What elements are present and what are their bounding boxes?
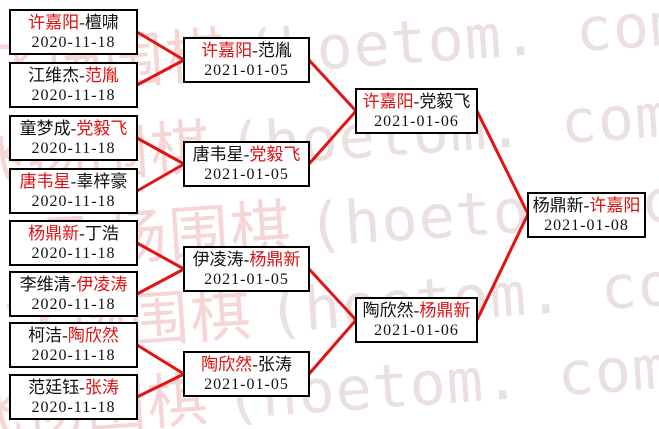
match-players: 陶欣然-杨鼎新 (357, 300, 476, 321)
match-date: 2020-11-18 (31, 140, 116, 157)
match-date: 2021-01-05 (204, 271, 289, 288)
match-box-qf-4: 陶欣然-张涛 2021-01-05 (183, 351, 310, 397)
match-players: 伊凌涛-杨鼎新 (185, 249, 308, 270)
player-name: 杨鼎新 (249, 250, 301, 269)
vs-separator: - (252, 355, 258, 374)
match-box-r16-4: 唐韦星-辜梓豪 2020-11-18 (9, 168, 138, 214)
match-box-r16-8: 范廷钰-张涛 2020-11-18 (9, 374, 138, 420)
match-players: 杨鼎新-许嘉阳 (529, 195, 644, 216)
match-players: 柯洁-陶欣然 (11, 325, 136, 346)
player-name: 童梦成 (19, 119, 71, 138)
match-date: 2021-01-06 (374, 113, 459, 130)
vs-separator: - (70, 172, 77, 191)
vs-separator: - (583, 196, 590, 215)
match-date: 2021-01-05 (204, 166, 289, 183)
match-players: 江维杰-范胤 (11, 65, 136, 86)
match-date: 2020-11-18 (31, 245, 116, 262)
match-box-r16-5: 杨鼎新-丁浩 2020-11-18 (9, 220, 138, 266)
vs-separator: - (70, 119, 77, 138)
match-date: 2020-11-18 (31, 34, 116, 51)
player-name: 辜梓豪 (76, 172, 128, 191)
player-name: 党毅飞 (249, 145, 301, 164)
match-box-qf-3: 伊凌涛-杨鼎新 2021-01-05 (183, 246, 310, 292)
match-players: 许嘉阳-范胤 (185, 40, 308, 61)
match-date: 2021-01-06 (374, 322, 459, 339)
player-name: 范胤 (257, 41, 292, 60)
player-name: 党毅飞 (76, 119, 128, 138)
player-name: 李维清 (19, 275, 71, 294)
match-box-sf-1: 许嘉阳-党毅飞 2021-01-06 (355, 88, 478, 134)
match-players: 陶欣然-张涛 (185, 354, 308, 375)
match-players: 童梦成-党毅飞 (11, 118, 136, 139)
match-date: 2020-11-18 (31, 296, 116, 313)
vs-separator: - (79, 378, 85, 397)
player-name: 陶欣然 (362, 301, 414, 320)
match-date: 2020-11-18 (31, 193, 116, 210)
player-name: 柯洁 (28, 326, 63, 345)
player-name: 唐韦星 (192, 145, 244, 164)
match-players: 李维清-伊凌涛 (11, 274, 136, 295)
player-name: 伊凌涛 (76, 275, 128, 294)
match-players: 许嘉阳-檀啸 (11, 12, 136, 33)
vs-separator: - (243, 250, 250, 269)
player-name: 许嘉阳 (28, 13, 80, 32)
player-name: 范胤 (84, 66, 119, 85)
player-name: 张涛 (257, 355, 292, 374)
match-date: 2020-11-18 (31, 399, 116, 416)
match-box-qf-2: 唐韦星-党毅飞 2021-01-05 (183, 141, 310, 187)
player-name: 江维杰 (28, 66, 80, 85)
vs-separator: - (79, 224, 85, 243)
player-name: 党毅飞 (419, 92, 471, 111)
player-name: 陶欣然 (67, 326, 119, 345)
match-date: 2020-11-18 (31, 87, 116, 104)
player-name: 丁浩 (84, 224, 119, 243)
vs-separator: - (79, 13, 85, 32)
match-players: 唐韦星-党毅飞 (185, 144, 308, 165)
player-name: 杨鼎新 (419, 301, 471, 320)
player-name: 唐韦星 (19, 172, 71, 191)
player-name: 范廷钰 (28, 378, 80, 397)
match-players: 杨鼎新-丁浩 (11, 223, 136, 244)
match-box-r16-7: 柯洁-陶欣然 2020-11-18 (9, 322, 138, 368)
match-date: 2021-01-05 (204, 62, 289, 79)
player-name: 杨鼎新 (532, 196, 584, 215)
vs-separator: - (70, 275, 77, 294)
match-box-sf-2: 陶欣然-杨鼎新 2021-01-06 (355, 297, 478, 343)
match-box-r16-2: 江维杰-范胤 2020-11-18 (9, 62, 138, 108)
match-box-r16-1: 许嘉阳-檀啸 2020-11-18 (9, 9, 138, 55)
match-players: 唐韦星-辜梓豪 (11, 171, 136, 192)
match-players: 许嘉阳-党毅飞 (357, 91, 476, 112)
vs-separator: - (62, 326, 68, 345)
player-name: 许嘉阳 (362, 92, 414, 111)
player-name: 张涛 (84, 378, 119, 397)
vs-separator: - (252, 41, 258, 60)
match-date: 2020-11-18 (31, 347, 116, 364)
match-players: 范廷钰-张涛 (11, 377, 136, 398)
player-name: 陶欣然 (201, 355, 253, 374)
match-box-qf-1: 许嘉阳-范胤 2021-01-05 (183, 37, 310, 83)
match-box-r16-6: 李维清-伊凌涛 2020-11-18 (9, 271, 138, 317)
match-date: 2021-01-05 (204, 376, 289, 393)
vs-separator: - (79, 66, 85, 85)
player-name: 檀啸 (84, 13, 119, 32)
player-name: 许嘉阳 (201, 41, 253, 60)
vs-separator: - (413, 92, 420, 111)
player-name: 杨鼎新 (28, 224, 80, 243)
match-box-r16-3: 童梦成-党毅飞 2020-11-18 (9, 115, 138, 161)
match-date: 2021-01-08 (544, 217, 629, 234)
player-name: 伊凌涛 (192, 250, 244, 269)
vs-separator: - (243, 145, 250, 164)
vs-separator: - (413, 301, 420, 320)
player-name: 许嘉阳 (589, 196, 641, 215)
match-box-final: 杨鼎新-许嘉阳 2021-01-08 (527, 192, 646, 238)
